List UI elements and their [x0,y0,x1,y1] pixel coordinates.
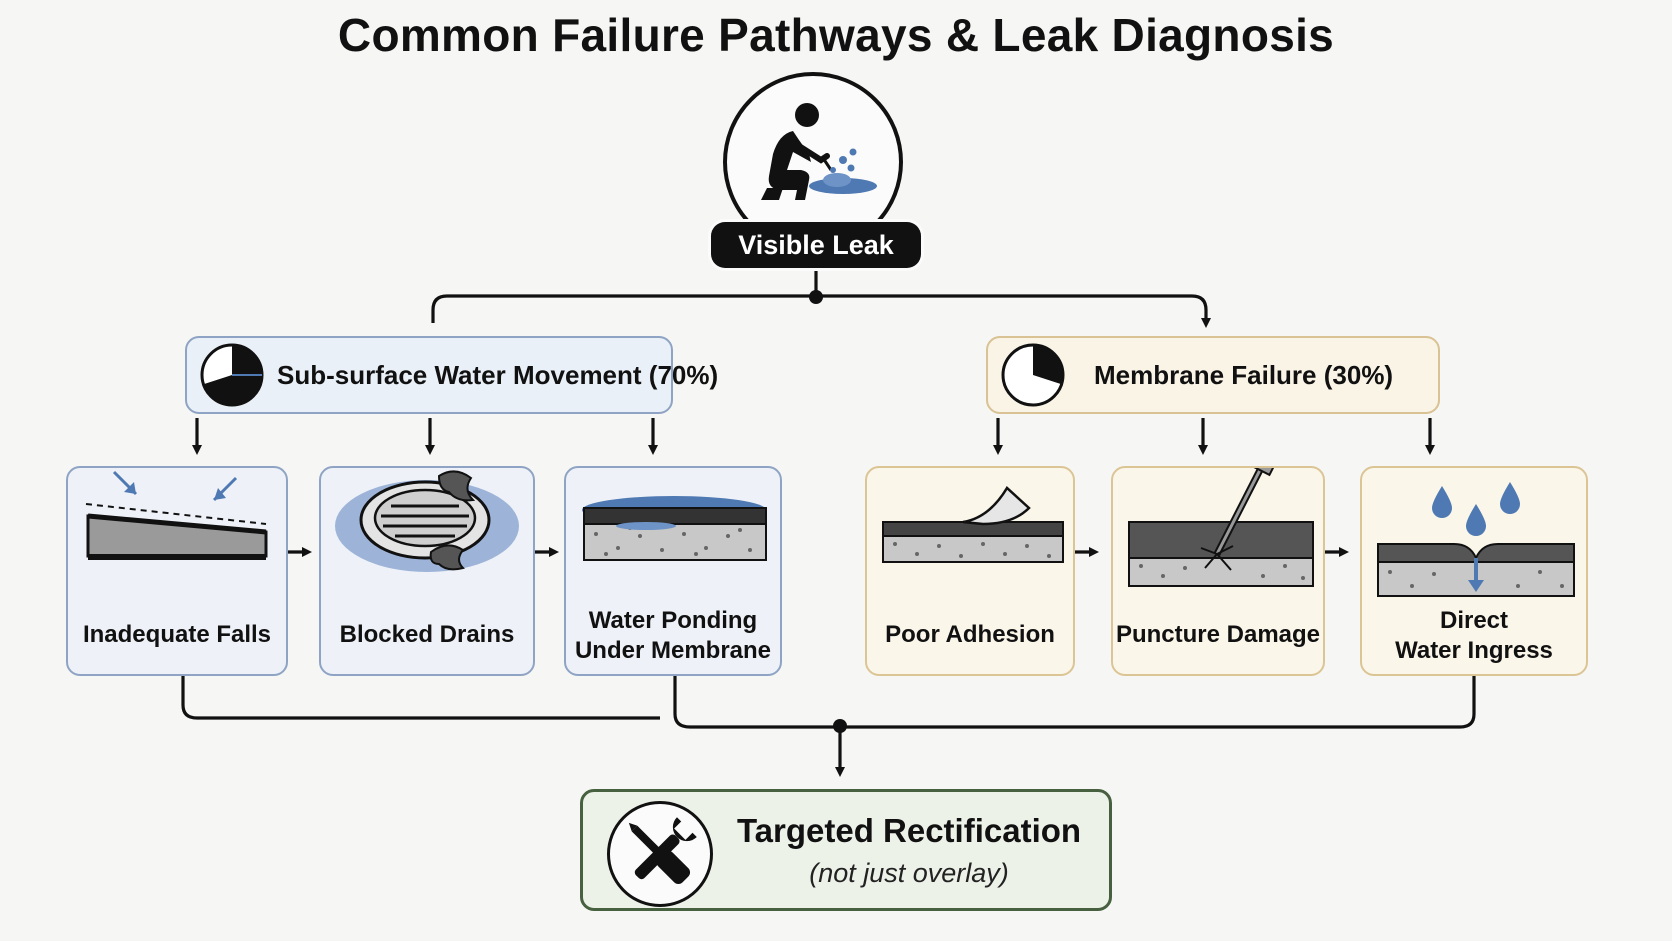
cause-label-line-1: Direct [1439,607,1509,634]
cause-direct-water-ingress: Direct Water Ingress [1360,466,1588,676]
drain-with-leaves-icon [335,470,519,572]
cause-label-line-2: Water Ingress [1395,637,1553,664]
result-subtitle: (not just overlay) [809,858,1009,888]
cause-puncture-damage: Puncture Damage [1111,466,1325,676]
cause-label: Puncture Damage [1115,621,1321,648]
ponding-membrane-icon [582,496,767,561]
cause-blocked-drains: Blocked Drains [319,466,535,676]
result-targeted-rectification: Targeted Rectification (not just overlay… [580,789,1112,911]
sloped-slab-icon [85,470,268,560]
cause-inadequate-falls: Inadequate Falls [66,466,288,676]
category-label: Membrane Failure (30%) [1094,359,1394,390]
cause-water-ponding: Water Ponding Under Membrane [564,466,782,676]
cause-label: Poor Adhesion [885,621,1055,648]
root-node-visible-leak: Visible Leak [711,222,921,268]
cause-poor-adhesion: Poor Adhesion [865,466,1075,676]
water-drops-ingress-icon [1377,482,1575,597]
pie-70-icon [200,343,264,407]
nail-puncture-icon [1128,468,1314,587]
cause-label: Blocked Drains [339,621,515,648]
category-label: Sub-surface Water Movement (70%) [277,359,719,390]
page-title: Common Failure Pathways & Leak Diagnosis [337,9,1335,61]
cause-label-line-1: Water Ponding [588,607,758,634]
cause-label-line-2: Under Membrane [574,637,772,664]
root-branch-connector [431,294,1211,328]
cause-label: Inadequate Falls [82,621,272,648]
peeling-membrane-icon [882,486,1064,563]
category-membrane-failure: Membrane Failure (30%) [986,336,1440,414]
pie-30-icon [1001,343,1065,407]
wrench-screwdriver-icon [607,801,713,907]
result-title: Targeted Rectification [736,812,1082,849]
category-subsurface-water: Sub-surface Water Movement (70%) [185,336,718,414]
